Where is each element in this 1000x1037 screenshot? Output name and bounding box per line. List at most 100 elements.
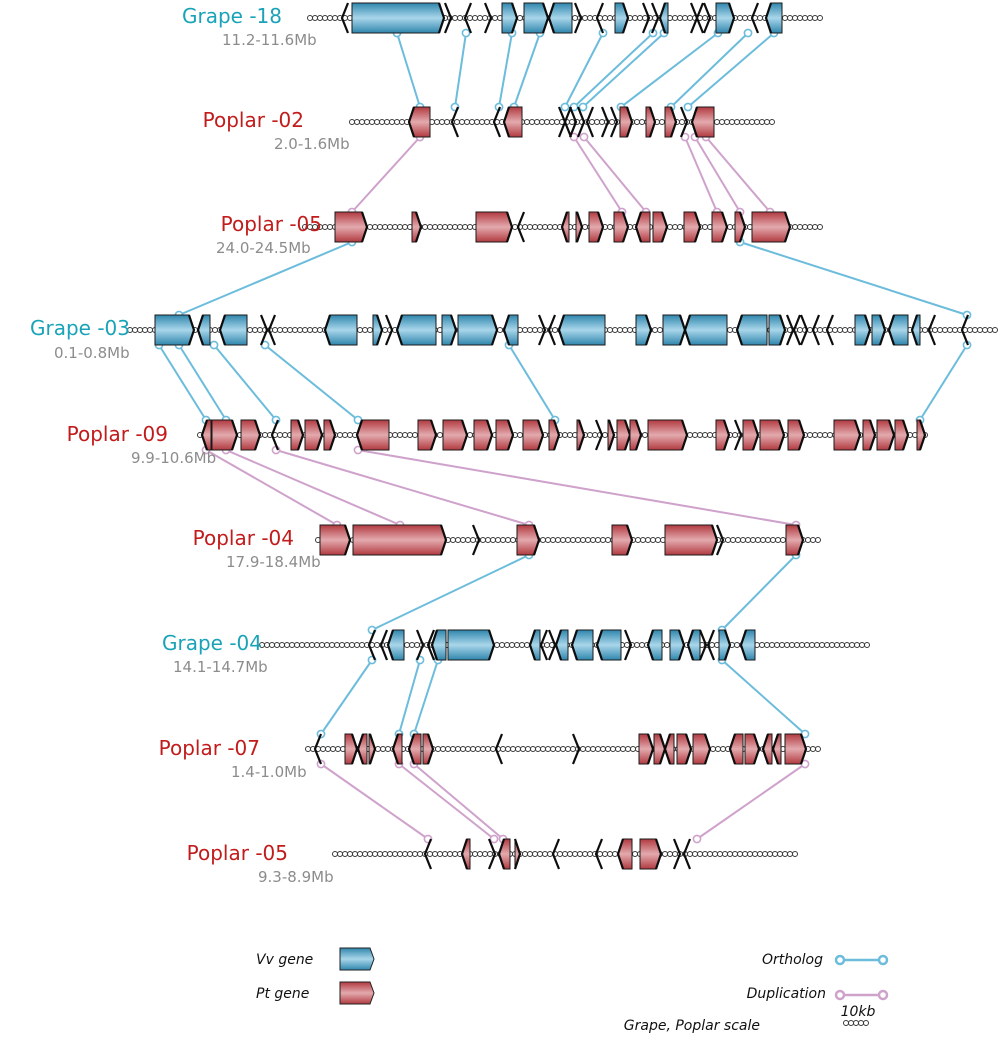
pt-gene bbox=[613, 211, 629, 243]
pt-gene-small bbox=[594, 419, 604, 451]
pt-gene bbox=[635, 211, 651, 243]
track-name: Poplar -02 bbox=[203, 108, 304, 132]
ortholog-link bbox=[409, 655, 443, 739]
track-name: Poplar -09 bbox=[67, 422, 168, 446]
track-range: 2.0-1.6Mb bbox=[274, 135, 350, 153]
vv-gene bbox=[441, 314, 457, 346]
ortholog-link bbox=[392, 28, 425, 112]
vv-gene bbox=[871, 314, 886, 346]
ortholog-link bbox=[367, 550, 534, 635]
ortholog-link bbox=[260, 340, 363, 425]
track-range: 14.1-14.7Mb bbox=[173, 658, 268, 676]
ortholog-link bbox=[494, 28, 517, 112]
pt-gene-small bbox=[516, 211, 526, 243]
ortholog-link bbox=[578, 28, 669, 112]
vv-gene-small bbox=[384, 314, 394, 346]
pt-gene bbox=[548, 419, 560, 451]
pt-gene-small bbox=[594, 838, 604, 870]
ortholog-link bbox=[509, 28, 545, 112]
vv-gene bbox=[351, 2, 445, 34]
vv-gene-small bbox=[641, 2, 651, 34]
ortholog-link bbox=[915, 340, 972, 425]
duplication-link bbox=[201, 445, 342, 530]
vv-gene-small bbox=[702, 2, 712, 34]
pt-gene bbox=[751, 211, 791, 243]
vv-gene bbox=[503, 314, 519, 346]
track-range: 17.9-18.4Mb bbox=[226, 553, 321, 571]
ortholog-link bbox=[735, 237, 972, 320]
track-p05b bbox=[332, 838, 798, 870]
duplication-link bbox=[353, 445, 801, 530]
pt-gene-small bbox=[600, 106, 610, 138]
pt-gene-small bbox=[576, 106, 586, 138]
vv-gene-small bbox=[623, 629, 633, 661]
pt-gene bbox=[408, 733, 422, 765]
pt-gene bbox=[498, 838, 511, 870]
pt-gene bbox=[356, 419, 390, 451]
pt-gene bbox=[715, 419, 730, 451]
vv-gene-small bbox=[792, 314, 802, 346]
vv-gene bbox=[396, 314, 437, 346]
legend-pt-swatch bbox=[339, 981, 375, 1005]
pt-gene bbox=[664, 106, 677, 138]
pt-gene bbox=[629, 419, 642, 451]
vv-gene-small bbox=[695, 2, 705, 34]
track-range: 1.4-1.0Mb bbox=[231, 763, 307, 781]
legend-scale-label: Grape, Poplar scale bbox=[624, 1018, 760, 1034]
vv-gene-small bbox=[379, 629, 389, 661]
pt-gene bbox=[323, 419, 336, 451]
vv-gene bbox=[684, 314, 728, 346]
pt-gene bbox=[344, 733, 358, 765]
pt-gene-small bbox=[679, 106, 689, 138]
track-name: Poplar -07 bbox=[159, 736, 260, 760]
pt-gene bbox=[862, 419, 876, 451]
vv-gene bbox=[529, 629, 541, 661]
vv-gene-small bbox=[706, 629, 716, 661]
pt-gene bbox=[638, 733, 654, 765]
duplication-link bbox=[347, 132, 425, 217]
pt-gene-small bbox=[609, 106, 619, 138]
track-p05a bbox=[302, 211, 823, 243]
vv-gene bbox=[740, 629, 756, 661]
legend-pt-label: Pt gene bbox=[256, 986, 309, 1002]
pt-gene bbox=[664, 524, 718, 556]
vv-gene bbox=[854, 314, 871, 346]
ortholog-link bbox=[394, 655, 425, 739]
vv-gene-small bbox=[750, 2, 760, 34]
vv-gene-small bbox=[415, 629, 425, 661]
vv-gene bbox=[718, 629, 731, 661]
ortholog-link bbox=[717, 655, 810, 739]
pt-gene-small bbox=[551, 838, 561, 870]
legend-ortholog-label: Ortholog bbox=[762, 952, 823, 968]
vv-gene-small bbox=[259, 314, 269, 346]
ortholog-link bbox=[209, 340, 281, 425]
pt-gene-small bbox=[487, 838, 497, 870]
duplication-link bbox=[569, 132, 627, 217]
pt-gene bbox=[290, 419, 304, 451]
legend-duplication-label: Duplication bbox=[747, 986, 826, 1002]
track-g03 bbox=[127, 314, 998, 346]
legend-ortholog-line bbox=[834, 954, 889, 966]
pt-gene bbox=[475, 211, 513, 243]
legend-scale-value: 10kb bbox=[841, 1004, 876, 1020]
pt-gene bbox=[647, 419, 688, 451]
track-name: Grape -04 bbox=[162, 631, 262, 655]
vv-gene bbox=[324, 314, 358, 346]
vv-gene bbox=[501, 2, 518, 34]
vv-gene bbox=[647, 629, 663, 661]
pt-gene-small bbox=[733, 419, 743, 451]
vv-gene bbox=[635, 314, 652, 346]
track-g18 bbox=[307, 2, 823, 34]
vv-gene-small bbox=[483, 2, 493, 34]
pt-gene-small bbox=[450, 106, 460, 138]
vv-gene-small bbox=[650, 2, 660, 34]
vv-gene-small bbox=[547, 314, 557, 346]
vv-gene-small bbox=[463, 2, 473, 34]
pt-gene-small bbox=[471, 524, 481, 556]
pt-gene bbox=[734, 211, 746, 243]
pt-gene-small bbox=[715, 524, 725, 556]
vv-gene-small bbox=[367, 629, 377, 661]
vv-gene bbox=[555, 629, 569, 661]
vv-gene-small bbox=[960, 314, 970, 346]
